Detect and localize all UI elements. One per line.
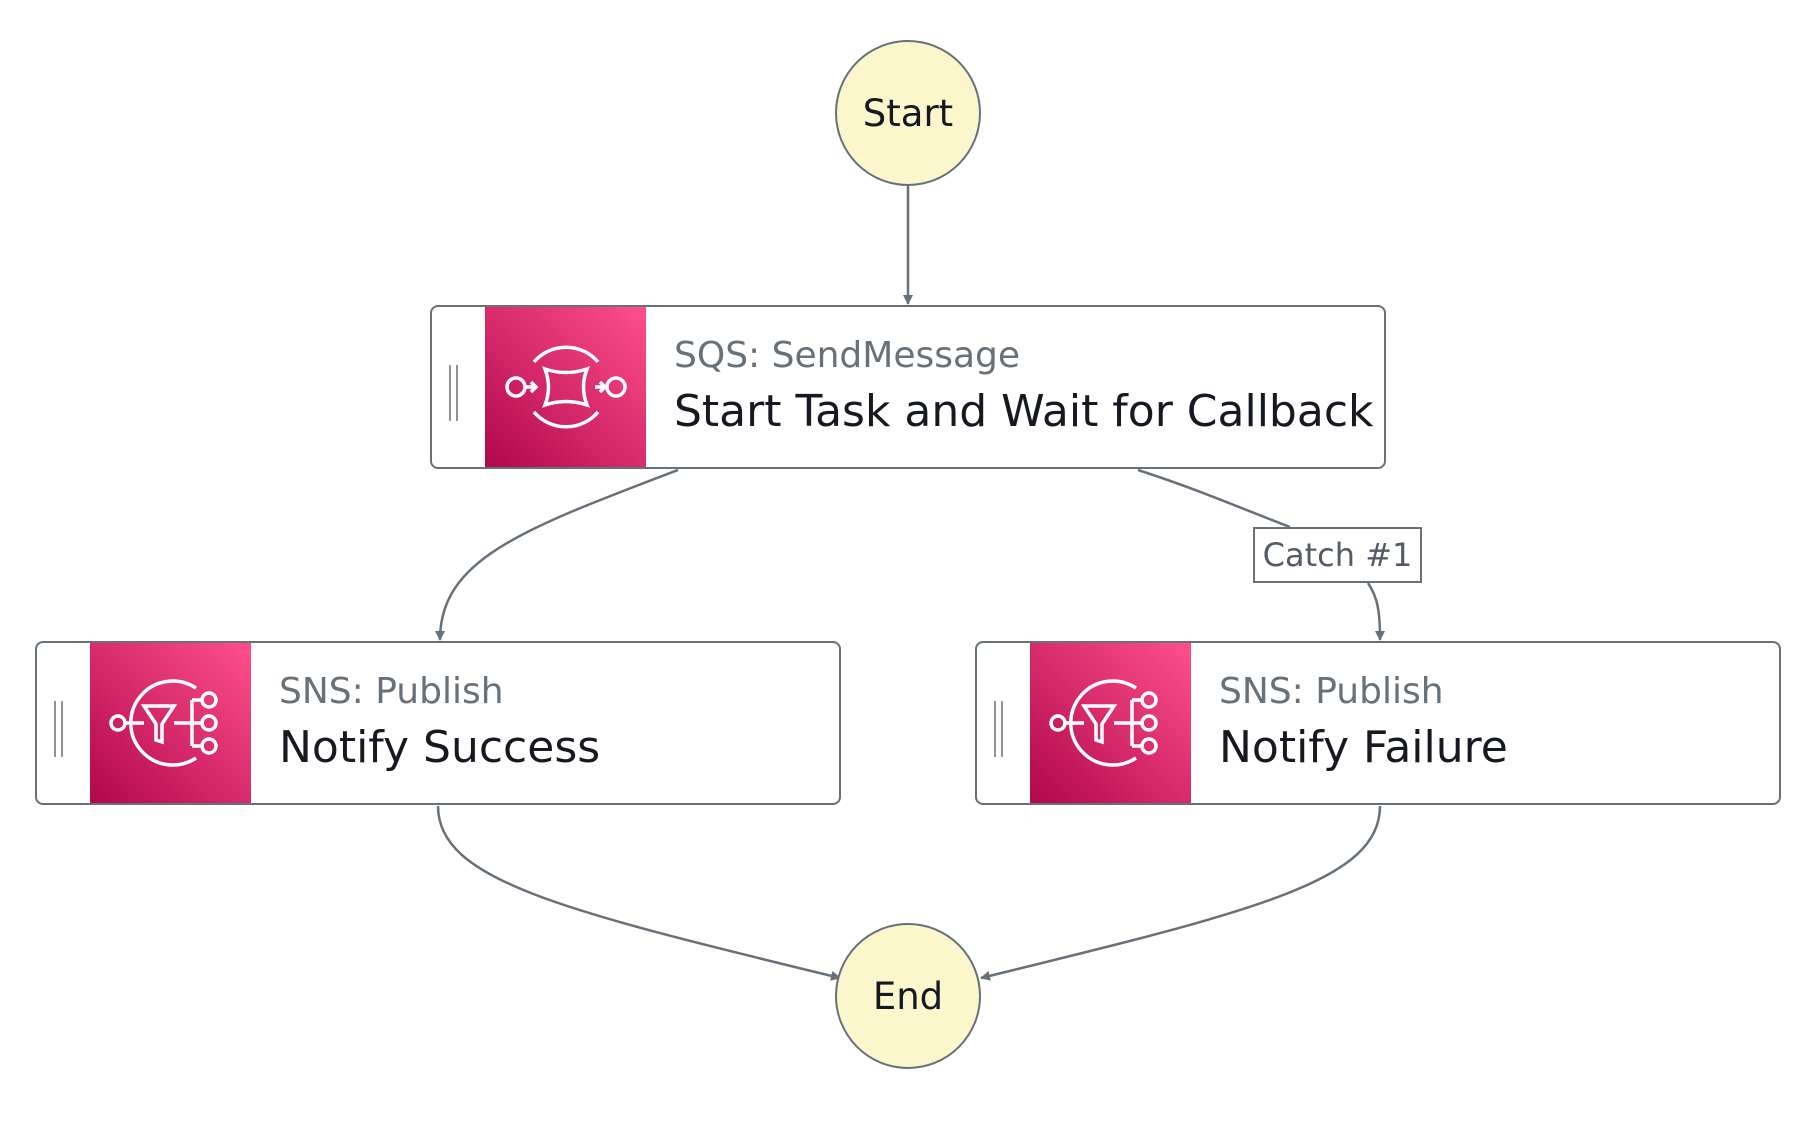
edge-success-to-end [436, 805, 841, 981]
catch-label[interactable]: Catch #1 [1253, 527, 1422, 583]
start-label: Start [862, 91, 954, 135]
state-service-label: SNS: Publish [1219, 671, 1444, 712]
state-start-task[interactable]: SQS: SendMessage Start Task and Wait for… [430, 305, 1386, 469]
edge-task-to-success [435, 468, 679, 641]
state-name: Notify Failure [1219, 722, 1508, 773]
start-node[interactable]: Start [835, 40, 981, 186]
edge-failure-to-end [980, 805, 1382, 981]
state-name: Start Task and Wait for Callback [674, 386, 1374, 437]
drag-handle[interactable] [432, 307, 485, 467]
sqs-icon [485, 307, 646, 467]
state-notify-failure[interactable]: SNS: Publish Notify Failure [975, 641, 1781, 805]
sns-icon [90, 643, 251, 803]
drag-handle[interactable] [37, 643, 90, 803]
state-name: Notify Success [279, 722, 601, 773]
end-node[interactable]: End [835, 923, 981, 1069]
drag-handle[interactable] [977, 643, 1030, 803]
state-notify-success[interactable]: SNS: Publish Notify Success [35, 641, 841, 805]
end-label: End [872, 974, 944, 1018]
catch-label-text: Catch #1 [1262, 536, 1413, 574]
state-service-label: SQS: SendMessage [674, 335, 1021, 376]
sns-icon [1030, 643, 1191, 803]
state-service-label: SNS: Publish [279, 671, 504, 712]
edge-task-to-failure [1137, 468, 1380, 640]
